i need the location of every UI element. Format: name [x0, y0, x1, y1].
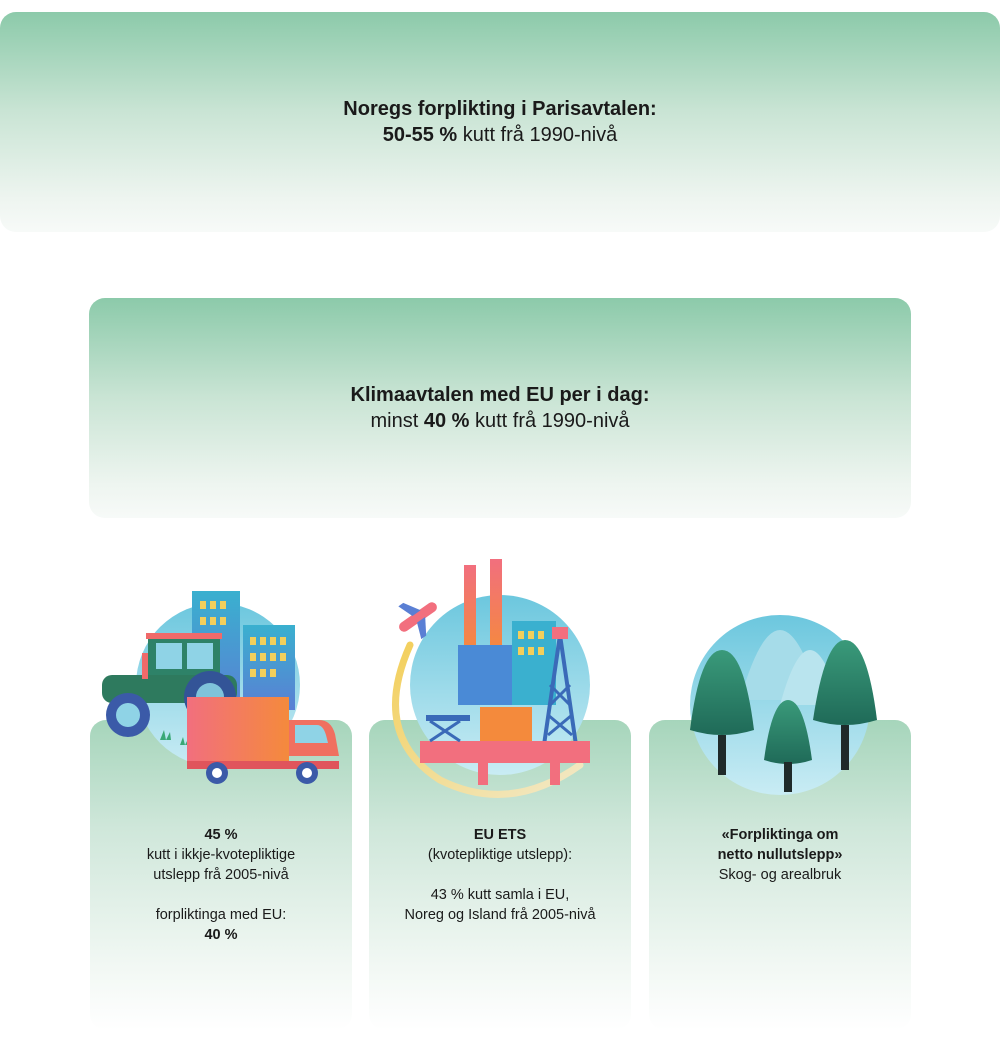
forest-icon [690, 615, 877, 795]
eu-agreement-target-text: kutt frå 1990-nivå [469, 410, 630, 432]
eu-agreement-title: Klimaavtalen med EU per i dag: [350, 384, 650, 406]
non-ets-line: utslepp frå 2005-nivå [153, 867, 289, 883]
eu-agreement-prefix: minst [370, 410, 424, 432]
non-ets-sub-label: forpliktinga med EU: [155, 907, 287, 923]
paris-title: Noregs forplikting i Parisavtalen: [343, 98, 657, 120]
eu-ets-line: (kvotepliktige utslepp): [427, 847, 573, 863]
eu-agreement-target-value: 40 % [423, 410, 470, 432]
land-use-heading: «Forpliktinga om [721, 827, 839, 843]
non-ets-sub-value: 40 % [204, 927, 238, 943]
non-ets-heading: 45 % [204, 827, 238, 843]
land-use-card: «Forpliktinga om netto nullutslepp» Skog… [649, 720, 911, 1030]
land-use-line: Skog- og arealbruk [718, 867, 842, 883]
paris-commitment-box: Noregs forplikting i Parisavtalen: 50-55… [0, 12, 1000, 232]
eu-agreement-target: minst 40 % kutt frå 1990-nivå [370, 408, 629, 434]
eu-ets-detail: 43 % kutt samla i EU, [430, 887, 570, 903]
paris-target-value: 50-55 % [382, 124, 458, 146]
paris-target: 50-55 % kutt frå 1990-nivå [383, 122, 618, 148]
eu-agreement-box: Klimaavtalen med EU per i dag: minst 40 … [89, 298, 911, 518]
paris-target-text: kutt frå 1990-nivå [457, 124, 618, 146]
tractor-truck-city-icon [102, 591, 339, 784]
eu-ets-detail: Noreg og Island frå 2005-nivå [404, 907, 596, 923]
industry-platform-plane-icon [392, 559, 590, 798]
non-ets-line: kutt i ikkje-kvotepliktige [146, 847, 296, 863]
land-use-heading: netto nullutslepp» [717, 847, 843, 863]
eu-ets-heading: EU ETS [473, 827, 527, 843]
